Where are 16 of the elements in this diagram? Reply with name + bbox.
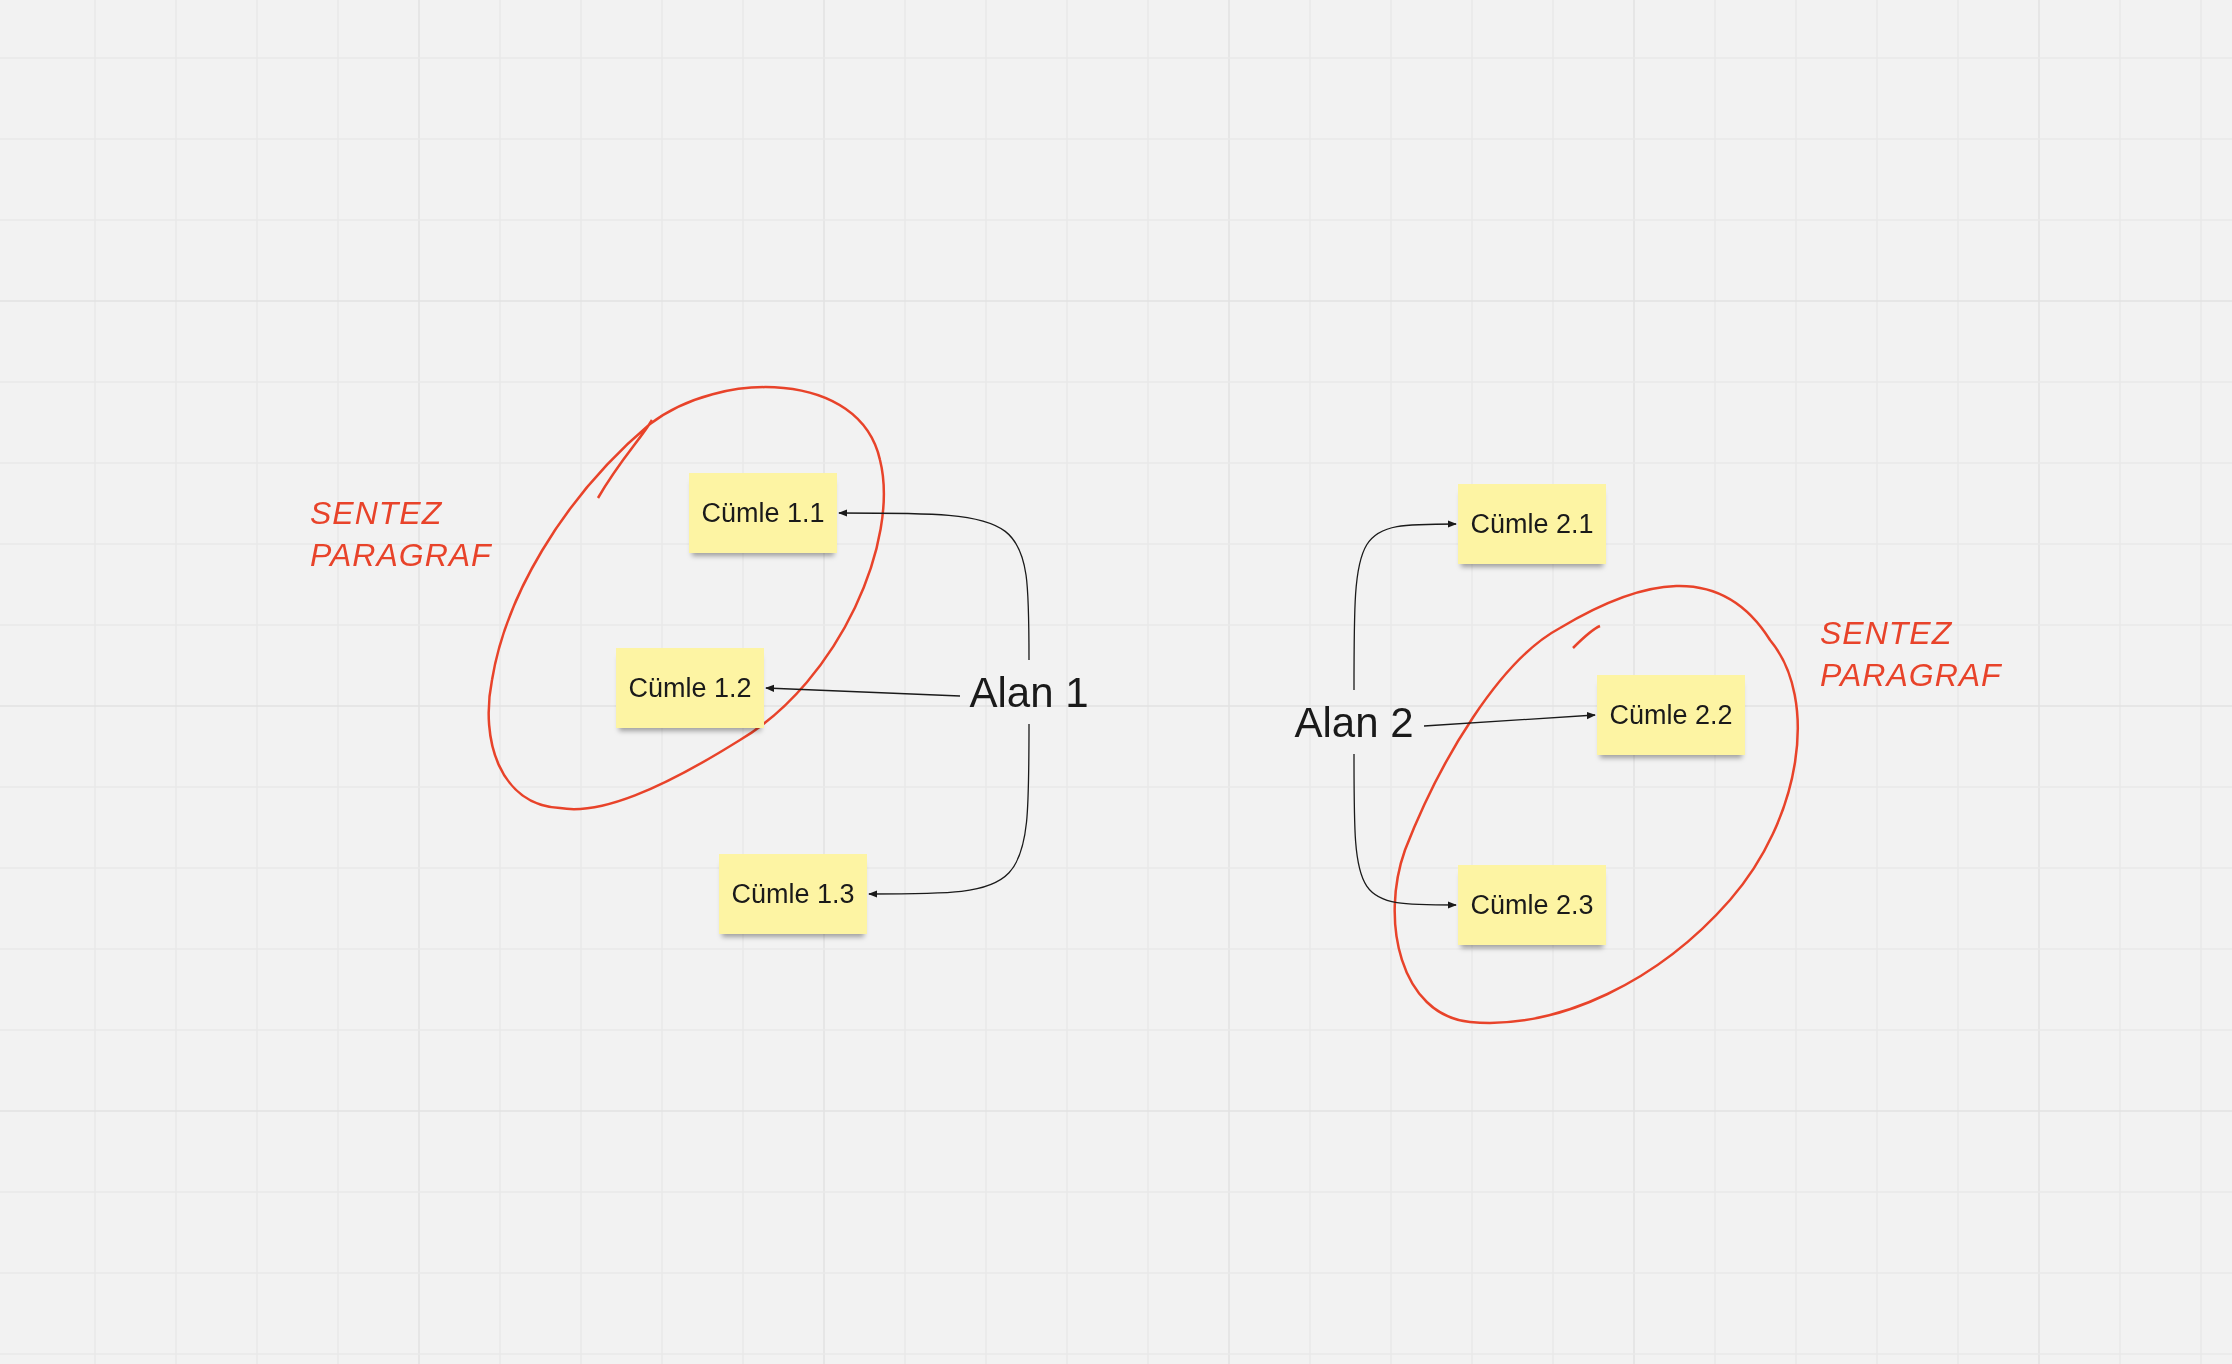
arrow: [868, 723, 1030, 898]
sticky-note: Cümle 1.3: [719, 854, 867, 934]
topic-text: Alan 1: [962, 664, 1096, 720]
arrow: [838, 509, 1030, 661]
sticky-note: Cümle 2.3: [1458, 865, 1606, 945]
arrow: [1353, 753, 1457, 909]
sticky-note: Cümle 1.1: [689, 473, 837, 553]
sticky-note: Cümle 2.2: [1597, 675, 1745, 755]
arrow: [1423, 711, 1596, 727]
handwritten-note: SENTEZ PARAGRAF: [310, 494, 493, 575]
handwritten-note: SENTEZ PARAGRAF: [1820, 614, 2003, 695]
sticky-note: Cümle 2.1: [1458, 484, 1606, 564]
arrow: [765, 684, 961, 697]
sticky-note: Cümle 1.2: [616, 648, 764, 728]
arrow: [1353, 520, 1457, 691]
topic-text: Alan 2: [1286, 694, 1422, 750]
